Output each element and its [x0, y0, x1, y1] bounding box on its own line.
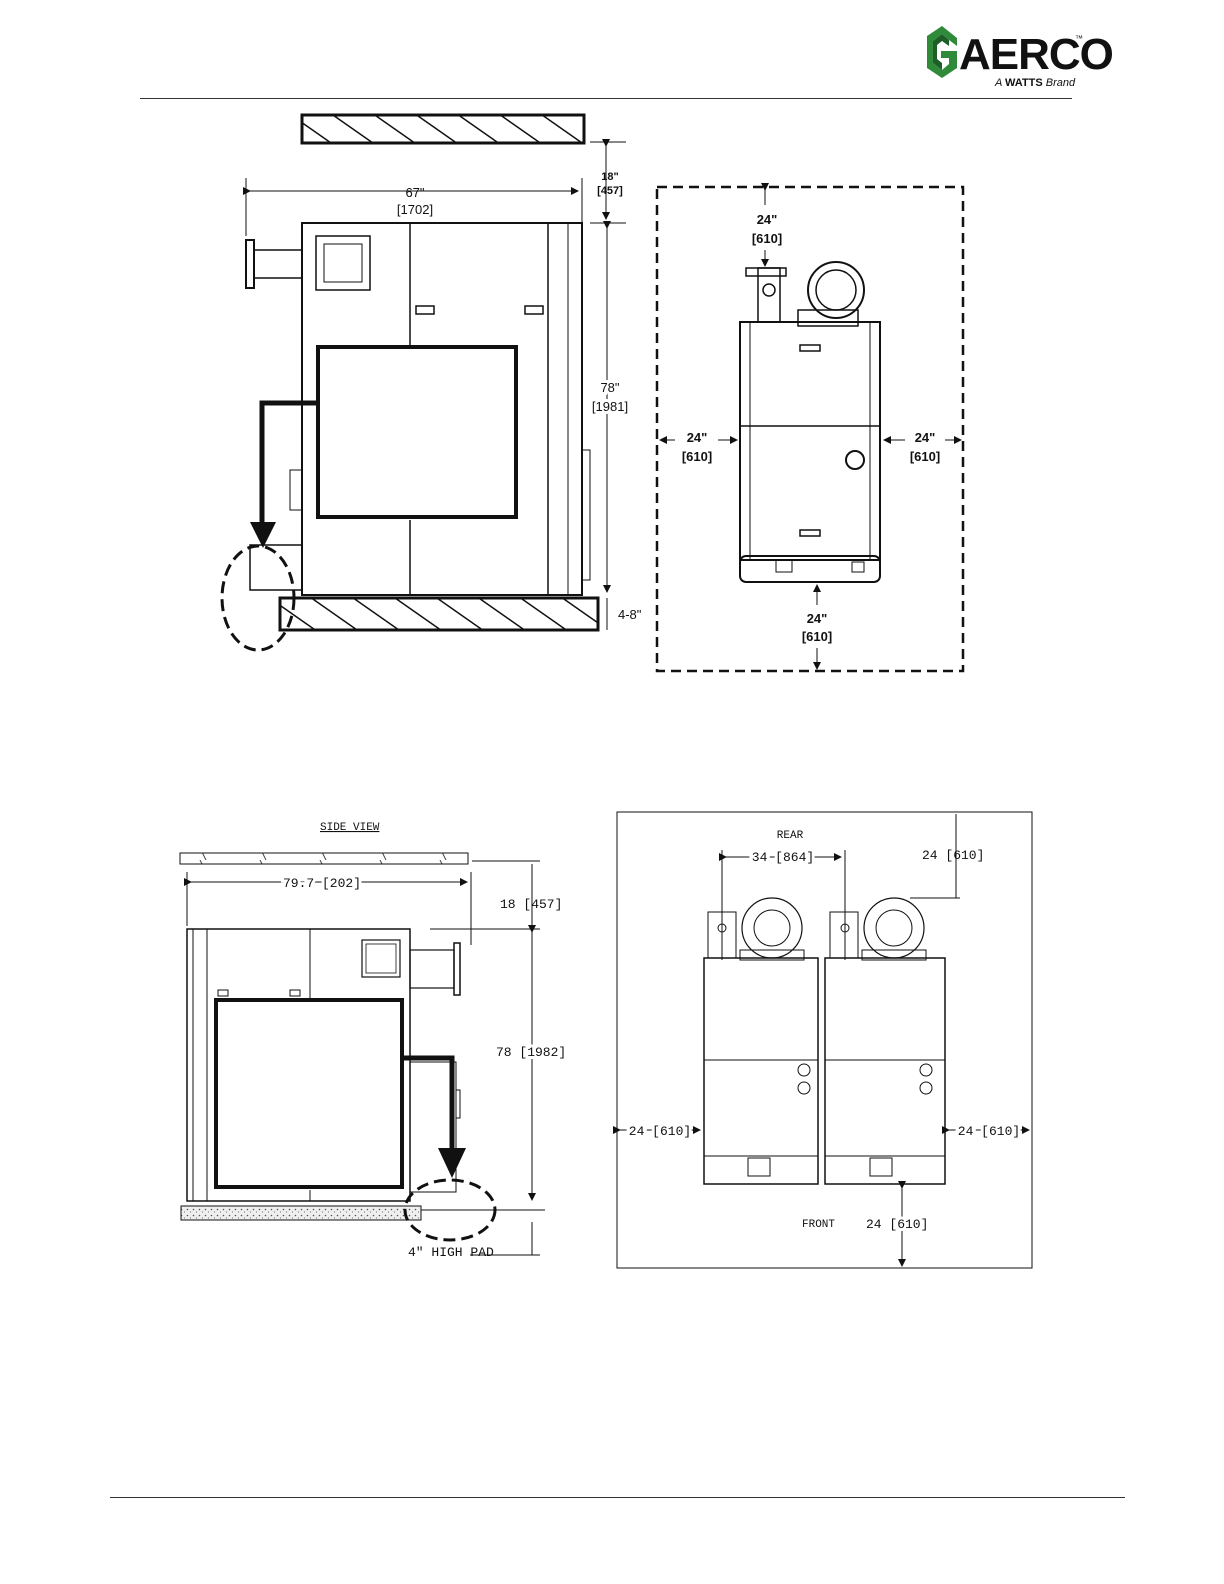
- ceiling-hatch: [302, 115, 584, 143]
- width-mm-label: [1702]: [397, 202, 433, 217]
- rear-label: REAR: [777, 830, 804, 842]
- boiler-plan-view-left: [704, 898, 818, 1184]
- top-clearance-diagram: 67" [1702] 18" [457] 78" [1981] 4-8" 24"…: [0, 0, 1224, 700]
- height-mm-label: [1981]: [592, 399, 628, 414]
- side-view-title: SIDE VIEW: [320, 822, 380, 834]
- left-clear-mm-label: [610]: [682, 449, 712, 464]
- boiler-side-view-2: [187, 929, 460, 1201]
- top-clear-mm-label: [457]: [597, 185, 623, 197]
- pipe-route-line: [262, 403, 316, 525]
- plan-clearance-boundary: [657, 187, 963, 671]
- front-clear-label: 24 [610]: [866, 1217, 928, 1232]
- boiler-plan-view: [740, 262, 880, 582]
- floor-pad-hatch: [280, 598, 598, 630]
- pad-height-label: 4-8": [618, 607, 642, 622]
- boiler-plan-view-right: [825, 898, 945, 1184]
- front-label: FRONT: [802, 1219, 835, 1231]
- front-clear-inches-label: 24": [807, 611, 828, 626]
- side-top-clear-label: 18 [457]: [500, 897, 562, 912]
- top-clear-inches-label: 18": [601, 171, 618, 183]
- side-pad-label: 4" HIGH PAD: [408, 1245, 494, 1260]
- pipe-route-arrow-2: [438, 1148, 466, 1178]
- rear-clear-label: 24 [610]: [922, 848, 984, 863]
- footer-rule: [110, 1497, 1125, 1498]
- left-clear-inches-label: 24": [687, 430, 708, 445]
- pipe-route-arrow: [250, 522, 276, 548]
- width-inches-label: 67": [405, 185, 424, 200]
- side-width-label: 79.7 [202]: [283, 876, 361, 891]
- rear-clear-inches-label: 24": [757, 212, 778, 227]
- bottom-clearance-diagram: SIDE VIEW 79.7 [202] 18 [457] 78 [1982] …: [0, 800, 1224, 1300]
- height-inches-label: 78": [600, 380, 619, 395]
- right-clear-inches-label: 24": [915, 430, 936, 445]
- boiler-side-view: [246, 223, 590, 595]
- rear-clear-mm-label: [610]: [752, 231, 782, 246]
- right-clear-mm-label: [610]: [910, 449, 940, 464]
- floor-pad-speckle: [181, 1206, 421, 1220]
- front-clear-mm-label: [610]: [802, 629, 832, 644]
- spacing-label: 34 [864]: [752, 850, 814, 865]
- ceiling-slab: [180, 853, 468, 864]
- right-clear-label: 24 [610]: [958, 1124, 1020, 1139]
- side-height-label: 78 [1982]: [496, 1045, 566, 1060]
- left-clear-label: 24 [610]: [629, 1124, 691, 1139]
